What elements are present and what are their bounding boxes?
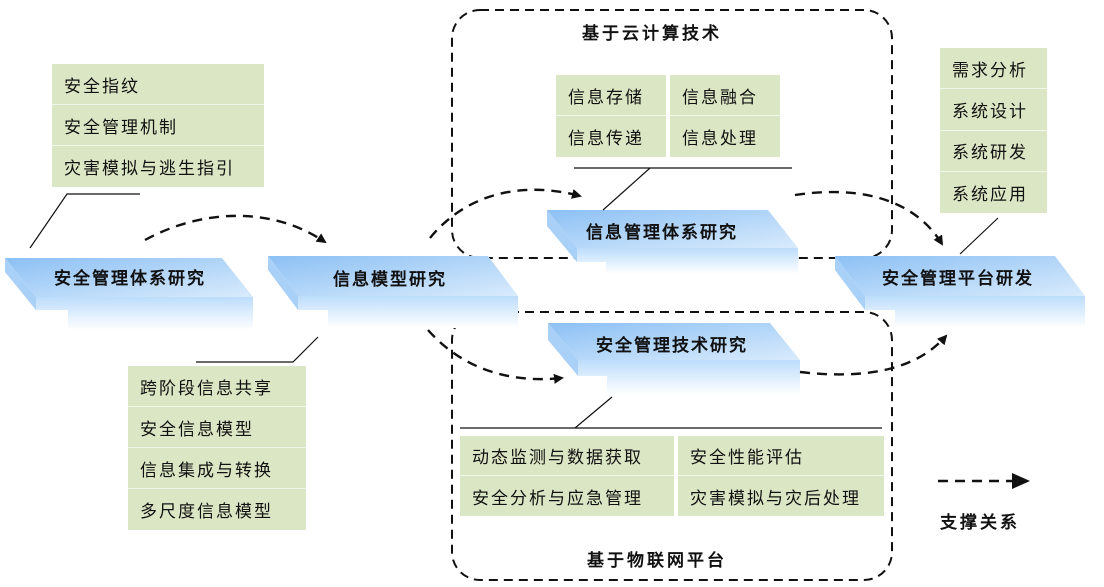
- list-item: 动态监测与数据获取: [460, 436, 674, 476]
- box-platform: 安全管理平台研发: [835, 256, 1085, 328]
- panel-iot-items: 动态监测与数据获取 安全性能评估 安全分析与应急管理 灾害模拟与灾后处理: [460, 436, 884, 516]
- connector-iot-diag: [574, 396, 613, 429]
- list-item: 信息存储: [556, 75, 666, 116]
- list-item: 系统应用: [952, 184, 1028, 205]
- list-item: 系统设计: [940, 89, 1047, 131]
- panel-safety-system-items: 安全指纹 安全管理机制 灾害模拟与逃生指引: [52, 64, 264, 187]
- arrow-model-to-info-system: [429, 188, 582, 239]
- list-item: 信息传递: [556, 116, 666, 157]
- legend-arrow: [938, 473, 1030, 489]
- box-safety-tech-label: 安全管理技术研究: [596, 335, 748, 356]
- box-safety-system: 安全管理体系研究: [5, 258, 253, 330]
- connector-info-model: [196, 336, 319, 363]
- iot-group-frame: [451, 311, 893, 581]
- list-item: 跨阶段信息共享: [128, 366, 306, 407]
- list-item: 信息融合: [670, 75, 780, 116]
- list-item: 灾害模拟与灾后处理: [678, 476, 884, 516]
- connector-lines: [29, 167, 999, 429]
- box-info-system-label: 信息管理体系研究: [586, 222, 738, 243]
- list-item: 安全指纹: [52, 64, 264, 105]
- support-arrows: [144, 188, 948, 384]
- arrow-safety-tech-to-platform: [799, 334, 948, 376]
- connector-platform: [959, 217, 999, 255]
- list-item: 安全信息模型: [128, 407, 306, 448]
- list-item: 安全管理机制: [52, 105, 264, 146]
- list-item: 多尺度信息模型: [140, 502, 273, 522]
- panel-platform-items: 需求分析 系统设计 系统研发 系统应用: [940, 48, 1047, 213]
- arrow-safety-to-model: [144, 214, 327, 244]
- iot-group-title: 基于物联网平台: [587, 551, 727, 571]
- panel-cloud-items: 信息存储 信息融合 信息传递 信息处理: [556, 75, 780, 157]
- list-item: 信息集成与转换: [128, 448, 306, 489]
- list-item: 灾害模拟与逃生指引: [64, 159, 235, 179]
- box-platform-label: 安全管理平台研发: [882, 268, 1034, 289]
- box-info-model-label: 信息模型研究: [333, 269, 447, 290]
- box-info-system: 信息管理体系研究: [547, 210, 798, 274]
- list-item: 安全性能评估: [678, 436, 884, 476]
- arrow-model-to-safety-tech: [427, 329, 564, 384]
- arrow-info-system-to-platform: [794, 190, 944, 246]
- list-item: 安全分析与应急管理: [460, 476, 674, 516]
- connector-safety-system: [29, 193, 140, 249]
- box-info-model: 信息模型研究: [268, 256, 518, 328]
- cloud-group-title: 基于云计算技术: [582, 24, 722, 44]
- box-safety-system-label: 安全管理体系研究: [54, 268, 206, 289]
- list-item: 系统研发: [940, 131, 1047, 172]
- panel-info-model-items: 跨阶段信息共享 安全信息模型 信息集成与转换 多尺度信息模型: [128, 366, 306, 530]
- connector-cloud-diag: [602, 167, 651, 211]
- box-safety-tech: 安全管理技术研究: [548, 323, 800, 395]
- legend-label: 支撑关系: [940, 513, 1020, 533]
- list-item: 需求分析: [940, 48, 1047, 90]
- list-item: 信息处理: [670, 116, 780, 157]
